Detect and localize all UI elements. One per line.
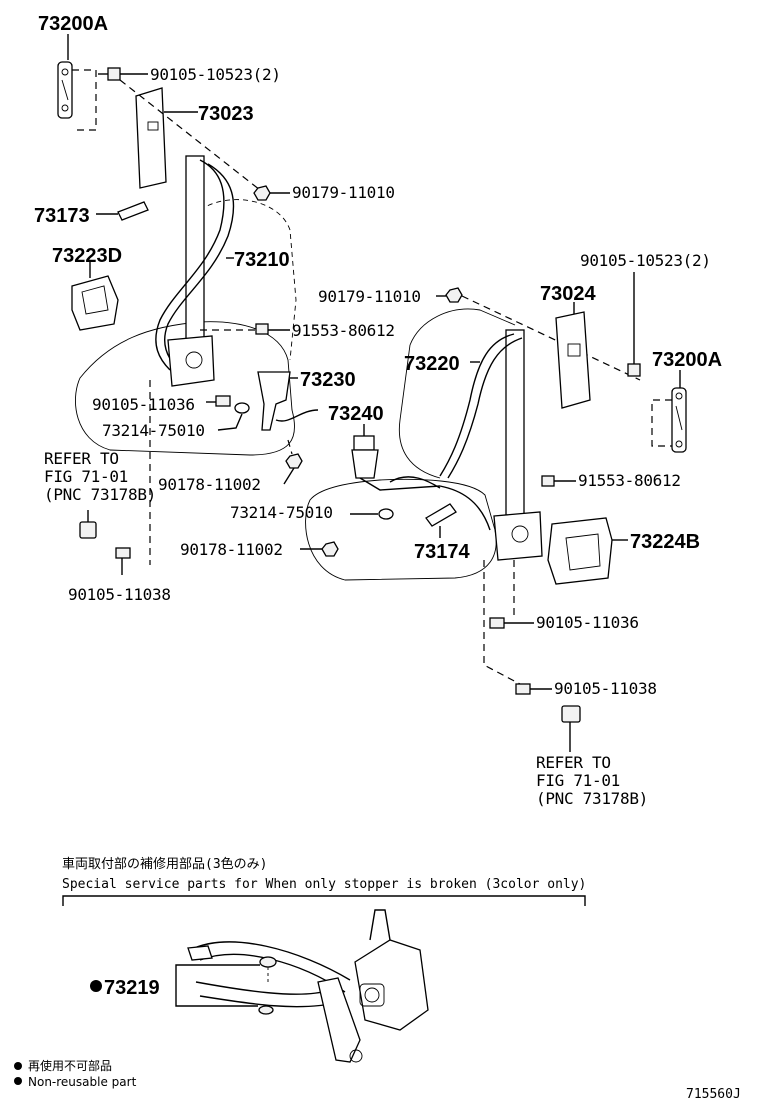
- label-90178-11002-left: 90178-11002: [158, 475, 261, 494]
- service-note-en: Special service parts for When only stop…: [62, 877, 586, 892]
- right-seat-back-outline: [398, 308, 516, 479]
- right-seat-cushion-outline: [305, 478, 497, 581]
- right-belt-assembly-73220: [439, 329, 543, 561]
- non-reusable-marker-icon: [90, 980, 102, 992]
- right-lower-bolt-11036: [489, 617, 505, 629]
- left-buckle-73230: [257, 371, 319, 431]
- label-73023: 73023: [198, 103, 254, 125]
- right-floor-bolt-11038: [515, 683, 531, 695]
- right-upper-nut: [445, 287, 463, 303]
- label-73230: 73230: [300, 369, 356, 391]
- label-73174: 73174: [414, 541, 470, 563]
- label-90179-11010-right: 90179-11010: [318, 287, 421, 306]
- left-floor-bolt-11038: [115, 547, 131, 559]
- mid-spacer-73214: [378, 508, 394, 520]
- label-73214-75010-left: 73214-75010: [102, 421, 205, 440]
- left-seat-cushion-outline: [75, 321, 295, 456]
- left-retractor-cover-73223d: [71, 275, 119, 331]
- legend-en: Non-reusable part: [28, 1075, 137, 1089]
- right-refer-clip: [561, 705, 581, 723]
- left-shoulder-anchor-73200a: [57, 61, 73, 119]
- refer-left-line-2: FIG 71-01: [44, 467, 128, 486]
- refer-right-line-1: REFER TO: [536, 753, 611, 772]
- legend-jp: 再使用不可部品: [28, 1058, 112, 1073]
- label-73024: 73024: [540, 283, 596, 305]
- mid-buckle-nut: [321, 541, 339, 557]
- label-73240: 73240: [328, 403, 384, 425]
- label-73210: 73210: [234, 249, 290, 271]
- right-shoulder-anchor-73200a: [671, 387, 687, 453]
- label-90105-11036-right: 90105-11036: [536, 613, 639, 632]
- label-73224b: 73224B: [630, 531, 700, 553]
- label-90105-11038-right: 90105-11038: [554, 679, 657, 698]
- label-90178-11002-mid: 90178-11002: [180, 540, 283, 559]
- label-73214-75010-mid: 73214-75010: [230, 503, 333, 522]
- refer-left-line-1: REFER TO: [44, 449, 119, 468]
- left-mid-bolt: [255, 323, 269, 335]
- left-upper-nut: [253, 185, 271, 201]
- label-90105-10523-right: 90105-10523(2): [580, 251, 711, 270]
- right-retractor-cover-73224b: [547, 517, 613, 585]
- right-mid-bolt: [541, 475, 555, 487]
- label-91553-80612-right: 91553-80612: [578, 471, 681, 490]
- label-73219: 73219: [104, 977, 160, 999]
- legend-dot-icon-1: [14, 1062, 22, 1070]
- service-note-jp: 車両取付部の補修用部品(3色のみ): [62, 856, 267, 872]
- label-73223d: 73223D: [52, 245, 122, 267]
- left-anchor-bolt: [98, 67, 121, 81]
- service-stopper-illustration: [187, 909, 429, 1063]
- refer-left-line-3: (PNC 73178B): [44, 485, 156, 504]
- left-buckle-nut: [285, 453, 303, 469]
- service-section-bracket: [62, 895, 586, 906]
- label-90105-11036-left: 90105-11036: [92, 395, 195, 414]
- label-73200a-right: 73200A: [652, 349, 722, 371]
- left-lower-bolt-11036: [215, 395, 231, 407]
- left-spacer-73214: [234, 402, 250, 414]
- left-refer-clip: [79, 521, 97, 539]
- right-pillar-cover-73024: [555, 311, 591, 409]
- service-leader-bracket: [175, 964, 260, 1007]
- refer-right-line-3: (PNC 73178B): [536, 789, 648, 808]
- label-73173: 73173: [34, 205, 90, 227]
- left-belt-guide-73173: [117, 201, 149, 221]
- label-90179-11010-left: 90179-11010: [292, 183, 395, 202]
- label-90105-11038-left: 90105-11038: [68, 585, 171, 604]
- right-belt-guide-73174: [425, 503, 457, 527]
- label-73200a-left: 73200A: [38, 13, 108, 35]
- left-seat-back-outline: [199, 199, 297, 361]
- left-pillar-cover-73023: [135, 87, 167, 189]
- label-73220: 73220: [404, 353, 460, 375]
- refer-right-line-2: FIG 71-01: [536, 771, 620, 790]
- left-belt-assembly-73210: [155, 155, 235, 387]
- legend-dot-icon-2: [14, 1077, 22, 1085]
- right-anchor-bolt: [627, 363, 641, 377]
- center-buckle-73240: [351, 435, 441, 491]
- label-90105-10523-left: 90105-10523(2): [150, 65, 281, 84]
- figure-code: 715560J: [686, 1087, 741, 1102]
- label-91553-80612-left: 91553-80612: [292, 321, 395, 340]
